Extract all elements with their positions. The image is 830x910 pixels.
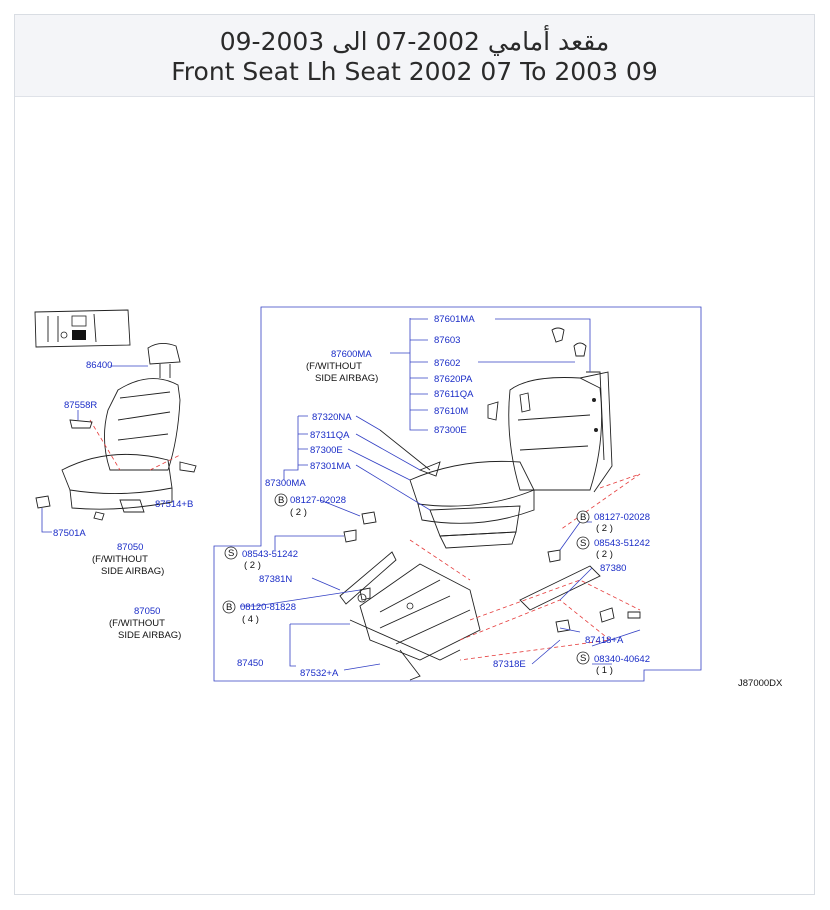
note-label: (F/WITHOUT bbox=[306, 361, 362, 372]
title-bar: مقعد أمامي 2002-07 الى 2003-09 Front Sea… bbox=[15, 15, 814, 97]
part-label[interactable]: 87610M bbox=[434, 406, 468, 417]
part-label[interactable]: 87301MA bbox=[310, 461, 351, 472]
screw-marker-l bbox=[224, 546, 238, 560]
part-label[interactable]: 87611QA bbox=[434, 389, 474, 400]
qty-label: ( 1 ) bbox=[596, 665, 613, 676]
complete-seat-drawing bbox=[35, 343, 197, 533]
diagram-frame: مقعد أمامي 2002-07 الى 2003-09 Front Sea… bbox=[14, 14, 815, 895]
part-label[interactable]: 87050 bbox=[134, 606, 160, 617]
bolt-marker-a bbox=[274, 493, 288, 507]
car-locator-icon bbox=[34, 309, 131, 348]
seat-frame-drawing bbox=[339, 511, 641, 681]
seat-back-drawing bbox=[487, 327, 641, 531]
part-label[interactable]: 08127-02028 bbox=[594, 512, 650, 523]
part-label[interactable]: 87320NA bbox=[312, 412, 352, 423]
seat-cushion-drawing bbox=[379, 429, 535, 581]
qty-label: ( 2 ) bbox=[596, 549, 613, 560]
part-label[interactable]: 87620PA bbox=[434, 374, 473, 385]
note-label: SIDE AIRBAG) bbox=[118, 630, 181, 641]
screw-marker-b bbox=[576, 651, 590, 665]
part-label[interactable]: 08127-02028 bbox=[290, 495, 346, 506]
part-label[interactable]: 87603 bbox=[434, 335, 460, 346]
marker-b-3: B bbox=[226, 602, 232, 613]
diagram-code: J87000DX bbox=[738, 678, 783, 689]
marker-s-1: S bbox=[580, 538, 586, 549]
exploded-view-outline bbox=[213, 306, 702, 682]
leader-lines bbox=[240, 318, 641, 671]
part-label[interactable]: 87514+B bbox=[155, 499, 193, 510]
part-label[interactable]: 87300MA bbox=[265, 478, 306, 489]
part-label[interactable]: 86400 bbox=[86, 360, 112, 371]
marker-s-2: S bbox=[228, 548, 234, 559]
part-label[interactable]: 87300E bbox=[310, 445, 343, 456]
note-label: SIDE AIRBAG) bbox=[315, 373, 378, 384]
part-label[interactable]: 87600MA bbox=[331, 349, 372, 360]
qty-label: ( 2 ) bbox=[290, 507, 307, 518]
part-label[interactable]: 87602 bbox=[434, 358, 460, 369]
page-title-english: Front Seat Lh Seat 2002 07 To 2003 09 bbox=[171, 57, 658, 86]
part-label[interactable]: 87532+A bbox=[300, 668, 339, 679]
part-label[interactable]: 87501A bbox=[53, 528, 86, 539]
marker-s-3: S bbox=[580, 653, 586, 664]
note-label: (F/WITHOUT bbox=[109, 618, 165, 629]
note-label: (F/WITHOUT bbox=[92, 554, 148, 565]
part-label[interactable]: 87380 bbox=[600, 563, 626, 574]
page-title-arabic: مقعد أمامي 2002-07 الى 2003-09 bbox=[219, 27, 610, 56]
qty-label: ( 2 ) bbox=[244, 560, 261, 571]
note-label: SIDE AIRBAG) bbox=[101, 566, 164, 577]
part-label[interactable]: 87558R bbox=[64, 400, 97, 411]
part-label[interactable]: 87450 bbox=[237, 658, 263, 669]
part-label[interactable]: 87318E bbox=[493, 659, 526, 670]
part-label[interactable]: 87300E bbox=[434, 425, 467, 436]
qty-label: ( 4 ) bbox=[242, 614, 259, 625]
part-label[interactable]: 08340-40642 bbox=[594, 654, 650, 665]
part-label[interactable]: 08120-81828 bbox=[240, 602, 296, 613]
part-label[interactable]: 87381N bbox=[259, 574, 292, 585]
fastener-markers: B B S S B S bbox=[222, 493, 590, 665]
bolt-marker-b bbox=[576, 510, 590, 524]
bolt-marker-c bbox=[222, 600, 236, 614]
part-labels: 86400 87558R 87501A 87050 87514+B (F/WIT… bbox=[53, 314, 783, 689]
part-label[interactable]: 08543-51242 bbox=[242, 549, 298, 560]
qty-label: ( 2 ) bbox=[596, 523, 613, 534]
part-label[interactable]: 87050 bbox=[117, 542, 143, 553]
marker-b-2: B bbox=[580, 512, 586, 523]
part-label[interactable]: 87601MA bbox=[434, 314, 475, 325]
part-label[interactable]: 87418+A bbox=[585, 635, 624, 646]
marker-b-1: B bbox=[278, 495, 284, 506]
part-label[interactable]: 08543-51242 bbox=[594, 538, 650, 549]
screw-marker-r bbox=[576, 536, 590, 550]
part-label[interactable]: 87311QA bbox=[310, 430, 350, 441]
